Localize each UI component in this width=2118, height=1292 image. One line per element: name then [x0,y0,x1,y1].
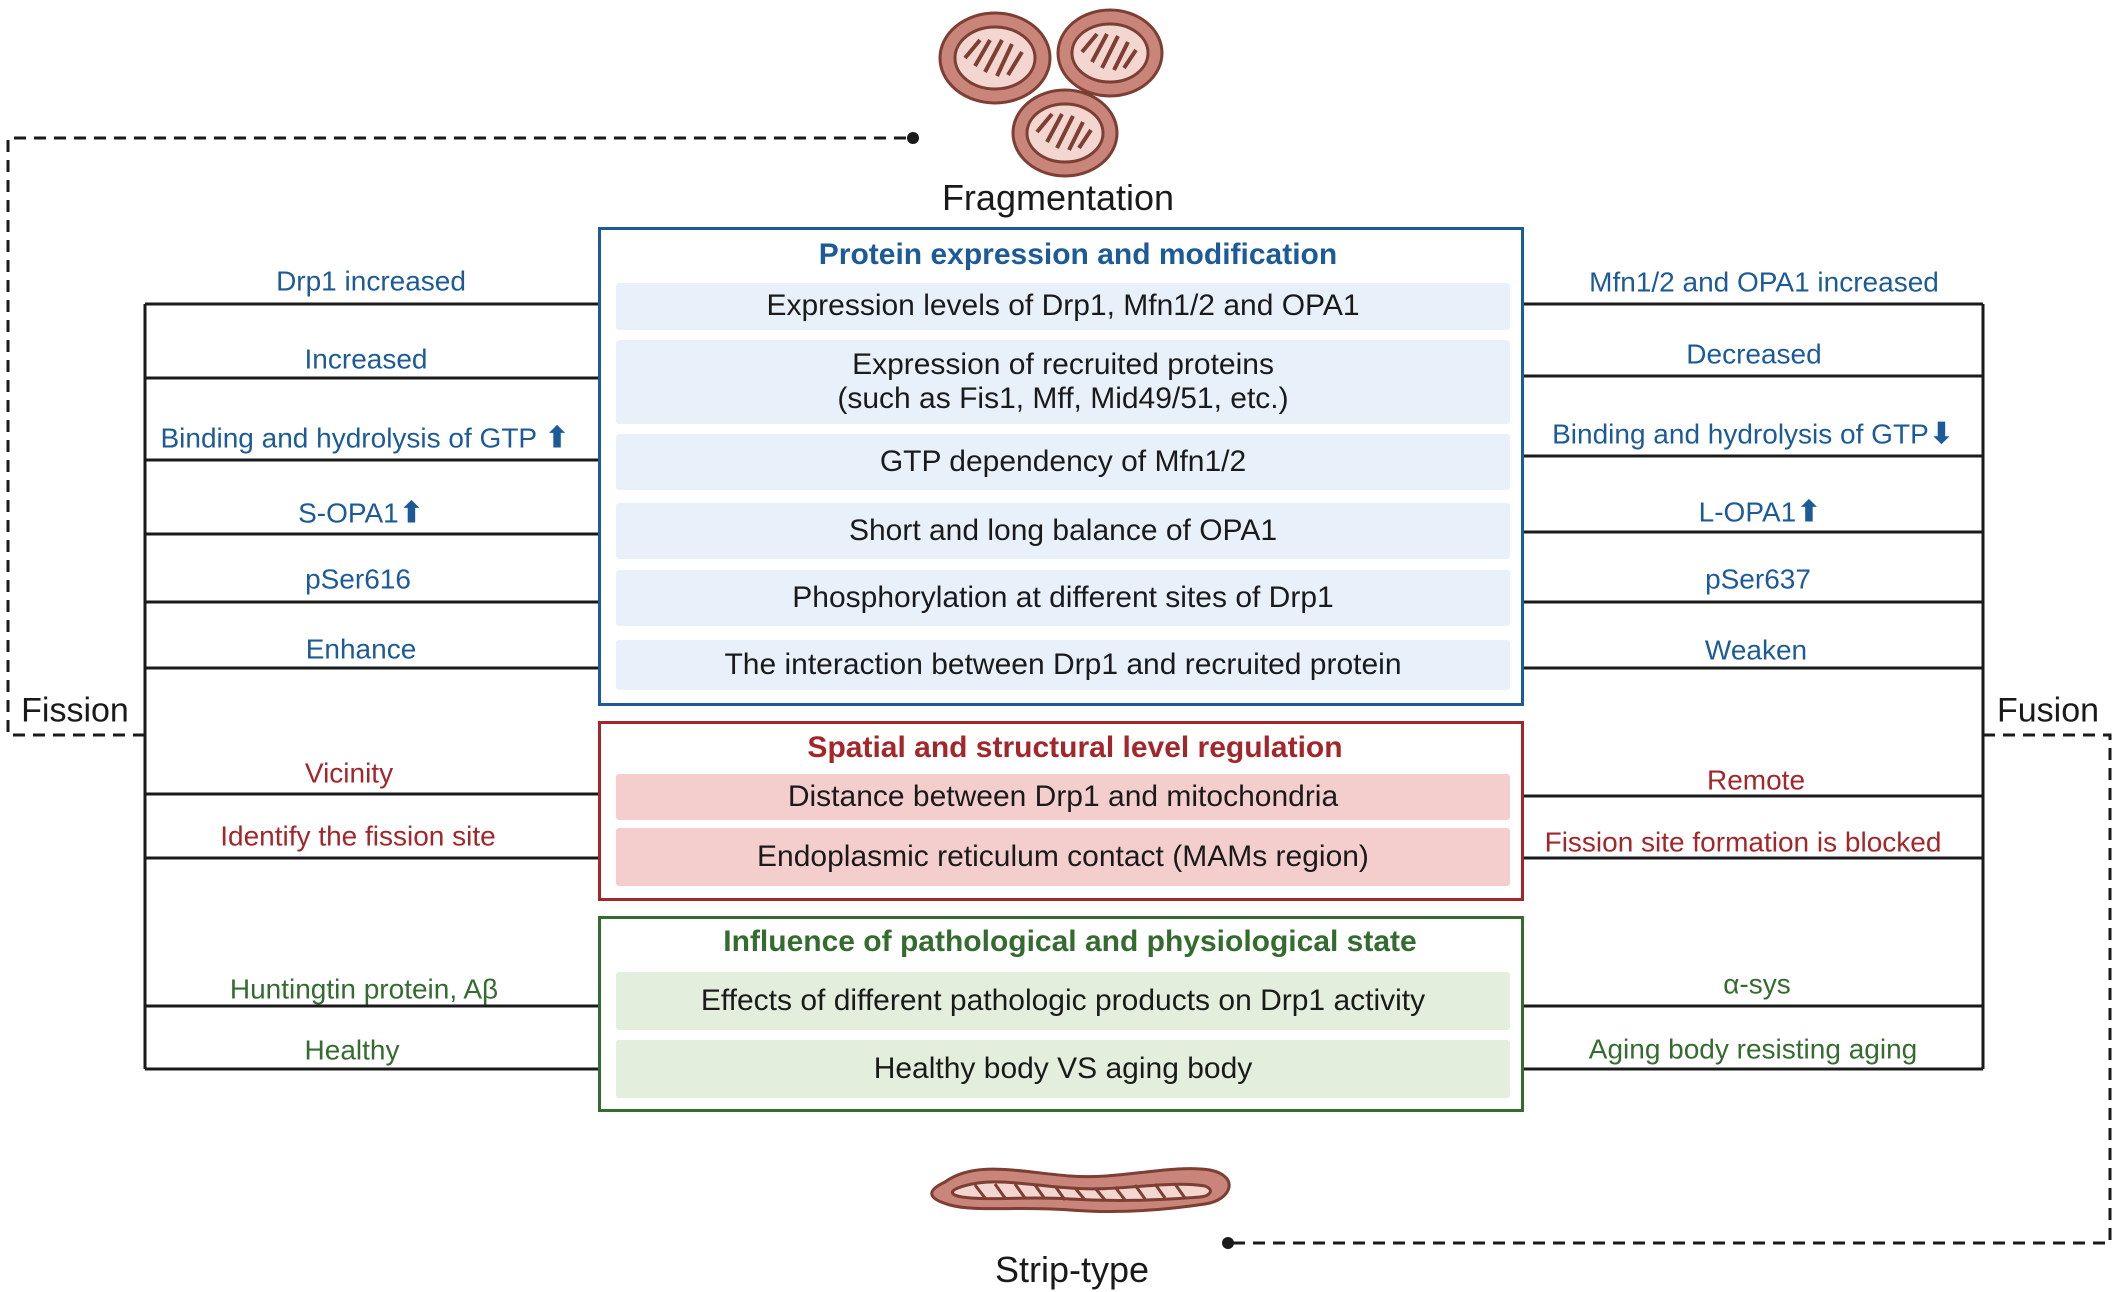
fusion-label-decreased: Decreased [1686,338,1822,370]
down-arrow-icon: ⬇ [1928,417,1954,451]
fission-label-healthy: Healthy [304,1034,400,1066]
patho-row-2: Healthy body VS aging body [616,1040,1510,1098]
fusion-label: Fusion [1996,691,2100,730]
fission-label-drp1-increased: Drp1 increased [276,265,466,297]
fusion-label-pser637: pSer637 [1705,563,1811,595]
protein-row-5: Phosphorylation at different sites of Dr… [616,570,1510,626]
protein-row-3: GTP dependency of Mfn1/2 [616,434,1510,490]
fission-dashed-path [6,136,913,737]
fission-label-huntingtin: Huntingtin protein, Aβ [229,973,499,1005]
fusion-dashed-end-dot [1222,1237,1234,1249]
strip-mitochondrion-icon [930,1167,1231,1214]
protein-expression-box [598,227,1524,706]
pathological-state-box [598,916,1524,1112]
fission-label-increased: Increased [304,343,428,375]
fission-label-identify-site: Identify the fission site [220,820,496,852]
protein-row-1: Expression levels of Drp1, Mfn1/2 and OP… [616,283,1510,330]
fragmentation-label: Fragmentation [941,177,1175,219]
spatial-row-1: Distance between Drp1 and mitochondria [616,774,1510,820]
fission-dashed-end-dot [907,132,919,144]
protein-row-2-line-2: (such as Fis1, Mff, Mid49/51, etc.) [837,382,1289,415]
pathological-state-title: Influence of pathological and physiologi… [723,925,1417,958]
up-arrow-icon: ⬆ [398,496,424,530]
fusion-dashed-path [1228,733,2112,1245]
protein-row-6: The interaction between Drp1 and recruit… [616,640,1510,690]
fission-label-s-opa1: S-OPA1⬆ [298,497,424,530]
fusion-label-gtp-text: Binding and hydrolysis of GTP [1552,418,1929,450]
fusion-bracket [1524,302,1985,1071]
fragmented-mitochondria-icon [938,8,1164,178]
spatial-regulation-title: Spatial and structural level regulation [807,731,1343,764]
fusion-label-remote: Remote [1706,764,1806,796]
fusion-label-weaken: Weaken [1704,634,1808,666]
protein-row-4: Short and long balance of OPA1 [616,503,1510,559]
spatial-regulation-box [598,721,1524,901]
patho-row-1: Effects of different pathologic products… [616,972,1510,1030]
fusion-label-alpha-sys: α-sys [1723,968,1791,1000]
fusion-label-gtp: Binding and hydrolysis of GTP⬇ [1552,418,1954,451]
up-arrow-icon: ⬆ [1796,495,1822,529]
fusion-label-l-opa1: L-OPA1⬆ [1699,496,1822,529]
fission-label-vicinity: Vicinity [304,757,394,789]
fusion-label-aging-resisting: Aging body resisting aging [1588,1033,1918,1065]
spatial-row-2: Endoplasmic reticulum contact (MAMs regi… [616,828,1510,886]
fission-label-enhance: Enhance [305,633,417,665]
up-arrow-icon: ⬆ [544,421,570,455]
protein-expression-title: Protein expression and modification [818,238,1338,271]
protein-row-2-line-1: Expression of recruited proteins [852,347,1274,381]
fission-label-gtp-text: Binding and hydrolysis of GTP [160,422,537,454]
fusion-label-site-blocked: Fission site formation is blocked [1544,826,1942,858]
fission-bracket [143,302,598,1071]
fission-label-gtp: Binding and hydrolysis of GTP ⬆ [160,422,569,455]
fusion-label-l-opa1-text: L-OPA1 [1698,496,1797,528]
fusion-label-mfn-opa1-increased: Mfn1/2 and OPA1 increased [1589,266,1939,298]
fission-label-pser616: pSer616 [305,563,411,595]
fission-label: Fission [21,691,129,730]
fission-label-s-opa1-text: S-OPA1 [298,497,399,529]
protein-row-2: Expression of recruited proteins (such a… [616,340,1510,424]
strip-type-label: Strip-type [994,1249,1150,1291]
